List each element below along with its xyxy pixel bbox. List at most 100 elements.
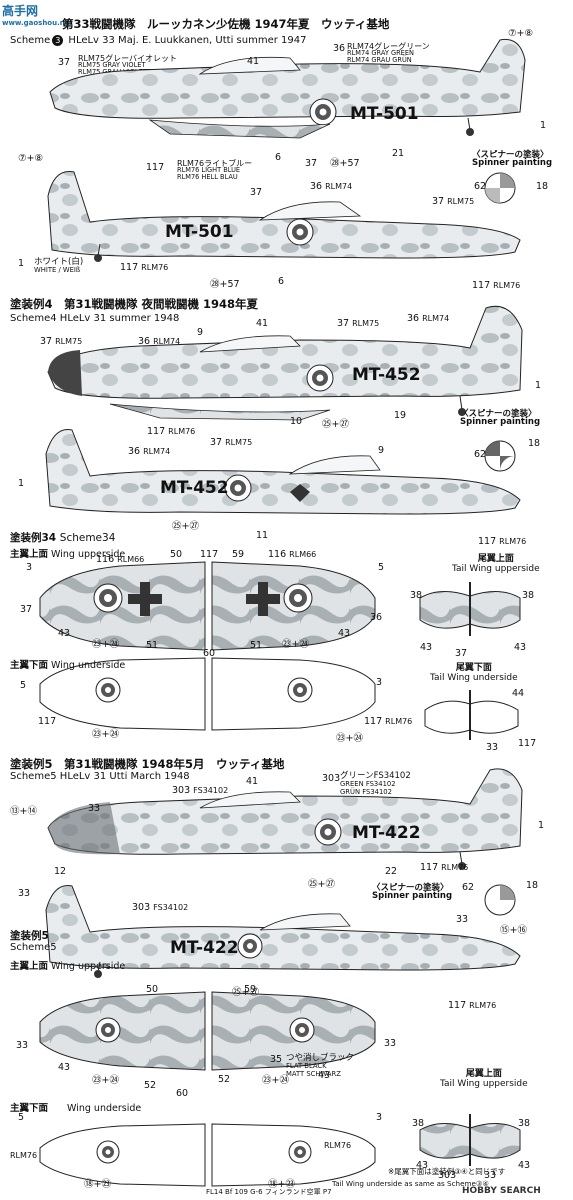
tail-wing-upperside — [419, 582, 521, 636]
scheme5-wing-underside-label: 主翼下面 Wing underside — [10, 1103, 142, 1114]
spinner-label-4: 〈スピナーの塗装〉 Spinner painting — [460, 409, 541, 427]
callout-25-27d: ㉕+㉗ — [232, 987, 259, 998]
callout-1e: 1 — [538, 820, 545, 831]
callout-59: 59 — [232, 549, 245, 560]
callout-3: 3 — [26, 562, 33, 573]
aircraft-code-452-right: MT-452 — [352, 365, 421, 385]
scheme4-profile-right — [47, 305, 523, 421]
callout-13-14: ⑬+⑭ — [10, 806, 37, 817]
callout-43g: 43 — [416, 1160, 429, 1171]
callout-37g: 37 RLM75 — [210, 437, 253, 448]
spinner-icon-5 — [484, 884, 516, 916]
callout-38b: 38 — [522, 590, 535, 601]
callout-1: 1 — [540, 120, 547, 131]
callout-28-57: ㉘+57 — [330, 158, 360, 169]
callout-33b: 33 — [88, 803, 101, 814]
callout-43f: 43 — [318, 1070, 331, 1081]
callout-10: 10 — [290, 416, 303, 427]
callout-21: 21 — [392, 148, 405, 159]
wing-underside-label: 主翼下面 Wing underside — [10, 660, 126, 671]
callout-50b: 50 — [146, 984, 159, 995]
tail-upperside-label: 尾翼上面 Tail Wing upperside — [452, 554, 540, 574]
callout-33d: 33 — [456, 914, 469, 925]
callout-38d: 38 — [518, 1118, 531, 1129]
callout-117b: 117 RLM76 — [120, 262, 169, 273]
callout-59b: 59 — [244, 984, 257, 995]
spinner-label-3: 〈スピナーの塗装〉 Spinner painting — [472, 150, 553, 168]
scheme5-tail-upperside — [419, 1114, 521, 1166]
aircraft-code-501-left: MT-501 — [165, 222, 234, 242]
callout-37c: 37 — [250, 187, 263, 198]
callout-117g: 117 — [518, 738, 537, 749]
callout-37f: 37 RLM75 — [40, 336, 83, 347]
scheme3-title-jp: 第33戦闘機隊 ルーッカネン少佐機 1947年夏 ウッティ基地 — [62, 17, 390, 31]
callout-36e: 36 RLM74 — [128, 446, 171, 457]
callout-60b: 60 — [176, 1088, 189, 1099]
callout-23-24c: ㉓+㉔ — [92, 729, 119, 740]
aircraft-code-422-right: MT-422 — [352, 823, 421, 843]
callout-43h: 43 — [518, 1160, 531, 1171]
callout-18-23b: ⑱+㉓ — [268, 1179, 295, 1190]
scheme5-profile-right — [47, 768, 523, 870]
callout-38: 38 — [410, 590, 423, 601]
scheme5-title-en: Scheme5 HLeLv 31 Utti March 1948 — [10, 771, 190, 782]
callout-19: 19 — [394, 410, 407, 421]
callout-12: 12 — [54, 866, 67, 877]
callout-43e: 43 — [58, 1062, 71, 1073]
callout-43: 43 — [58, 628, 71, 639]
scheme4-profile-left — [45, 429, 521, 515]
spinner-icon-3 — [484, 172, 516, 204]
callout-18c: 18 — [526, 880, 539, 891]
callout-117k: 117 RLM76 — [448, 1000, 497, 1011]
callout-38c: 38 — [412, 1118, 425, 1129]
callout-36c: 36 RLM74 — [407, 313, 450, 324]
aircraft-code-422-left: MT-422 — [170, 938, 239, 958]
scheme5-title: 塗装例5 第31戦闘機隊 1948年5月 ウッティ基地 — [10, 757, 285, 771]
callout-1c: 1 — [535, 380, 542, 391]
callout-33f: 33 — [384, 1038, 397, 1049]
callout-7-8b: ⑦+⑧ — [18, 153, 43, 164]
scheme5-wing-upperside-left — [39, 991, 206, 1071]
callout-25-27b: ㉕+㉗ — [172, 521, 199, 532]
callout-18-23: ⑱+㉓ — [84, 1179, 111, 1190]
callout-37d: 37 RLM75 — [432, 196, 475, 207]
callout-18: 18 — [536, 181, 549, 192]
scheme5-wing-upperside-right — [211, 991, 376, 1071]
callout-23-24d: ㉓+㉔ — [336, 733, 363, 744]
scheme34-title: 塗装例34 Scheme34 — [10, 532, 116, 544]
callout-41b: 41 — [256, 318, 269, 329]
callout-41c: 41 — [246, 776, 259, 787]
callout-33c: 33 — [18, 888, 31, 899]
callout-11: 11 — [256, 530, 269, 541]
callout-37e: 37 RLM75 — [337, 318, 380, 329]
scheme4-title-en: Scheme4 HLeLv 31 summer 1948 — [10, 313, 180, 324]
callout-28-57b: ㉘+57 — [210, 279, 240, 290]
callout-3c: 3 — [376, 1112, 383, 1123]
callout-303: 303 — [322, 773, 341, 784]
callout-rlm76b: RLM76 — [324, 1141, 352, 1150]
footer-note-en: Tail Wing underside as same as Scheme③④ — [332, 1179, 489, 1188]
scheme5-profile-left — [45, 885, 521, 978]
wing-underside-right — [211, 657, 376, 731]
callout-43b: 43 — [338, 628, 351, 639]
callout-303c: 303 FS34102 — [132, 902, 189, 913]
footer-brand-logo: HOBBY SEARCH — [462, 1186, 541, 1196]
tail-wing-underside — [424, 690, 519, 740]
rlm74-label-block: RLM74グレーグリーン RLM74 GRAY GREEN RLM74 GRAU… — [347, 42, 430, 65]
callout-36b: 36 RLM74 — [310, 181, 353, 192]
callout-35: 35 — [270, 1054, 283, 1065]
callout-116b: 116 RLM66 — [268, 549, 317, 560]
scheme4-title: 塗装例4 第31戦闘機隊 夜間戦闘機 1948年夏 — [10, 297, 259, 311]
callout-37: 37 — [58, 57, 71, 68]
watermark-logo: 高手网 — [2, 4, 39, 18]
wing-upperside-left — [39, 561, 206, 651]
callout-37b: 37 — [305, 158, 318, 169]
scheme5-wing-underside-left — [39, 1123, 206, 1187]
callout-117j: 117 RLM76 — [420, 862, 469, 873]
callout-117d: 117 RLM76 — [147, 426, 196, 437]
white-label-block: ホワイト(白) WHITE / WEIß — [34, 257, 84, 274]
scheme5-wing-underside-right — [211, 1123, 376, 1187]
wing-upperside-right — [211, 561, 376, 651]
callout-33e: 33 — [16, 1040, 29, 1051]
